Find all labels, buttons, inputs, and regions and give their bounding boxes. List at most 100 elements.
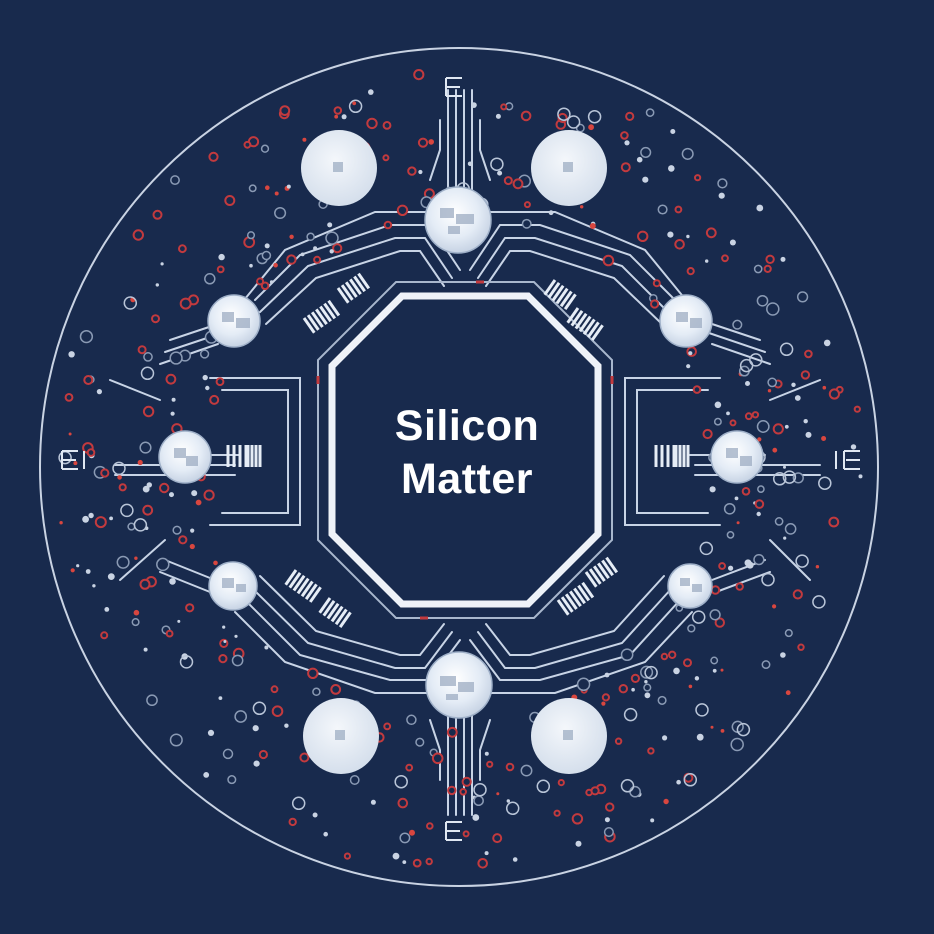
via-dot (783, 465, 786, 469)
via-dot (152, 209, 163, 220)
via-dot (172, 525, 182, 535)
via-dot (178, 244, 187, 254)
via-dot (341, 114, 347, 120)
via-dot (660, 652, 669, 661)
via-dot (68, 432, 72, 436)
via-dot (763, 264, 772, 273)
via-dot (253, 760, 260, 767)
via-dot (571, 813, 584, 825)
via-dot (159, 482, 170, 494)
via-dot (496, 792, 500, 796)
via-dot (327, 222, 333, 228)
via-dot (647, 747, 655, 755)
via-dot (139, 578, 151, 590)
via-dot (756, 204, 764, 212)
via-dot (717, 178, 728, 189)
via-ring (140, 366, 155, 381)
via-dot (484, 851, 489, 856)
via-dot (575, 840, 582, 847)
via-dot (462, 830, 470, 838)
via-dot (216, 265, 225, 274)
via-dot (406, 714, 417, 726)
via-dot (370, 799, 376, 805)
via-ring (536, 779, 551, 794)
pin-arrays (226, 272, 690, 628)
via-dot (143, 352, 153, 362)
via-ring (587, 109, 602, 124)
pin-comb (543, 279, 577, 310)
via-ring (795, 554, 809, 568)
via-dot (710, 585, 721, 595)
via-dot (131, 618, 140, 627)
via-dot (307, 667, 319, 679)
via-dot (624, 140, 630, 146)
via-dot (694, 174, 702, 182)
via-dot (68, 351, 75, 358)
via-dot (696, 733, 704, 741)
via-dot (757, 437, 762, 442)
outer-ring (39, 47, 879, 887)
via-dot (271, 705, 284, 718)
via-dot (625, 111, 635, 122)
via-dot (683, 658, 692, 668)
via-ring (473, 782, 487, 797)
via-dot (156, 557, 170, 572)
via-dot (766, 302, 780, 316)
via-dot (92, 584, 96, 588)
via-dot (397, 797, 409, 809)
via-dot (302, 137, 307, 142)
via-dot (234, 634, 238, 638)
via-dot (234, 710, 248, 723)
via-ring (782, 470, 797, 484)
via-dot (137, 345, 147, 355)
via-ring (691, 610, 706, 624)
via-dot (589, 223, 596, 229)
via-dot (745, 381, 750, 386)
via-dot (329, 249, 334, 254)
via-ring (252, 701, 267, 716)
via-dot (459, 788, 468, 796)
via-dot (155, 283, 159, 287)
via-dot (645, 108, 655, 117)
via-dot (521, 218, 532, 229)
via-dot (392, 852, 400, 860)
via-dot (705, 227, 717, 239)
via-dot (605, 802, 615, 812)
via-dot (477, 858, 489, 869)
via-dot (756, 511, 761, 517)
via-ring (133, 518, 148, 532)
via-dot (289, 234, 294, 239)
via-dot (312, 812, 318, 818)
via-dot (142, 405, 155, 418)
via-dot (520, 764, 533, 777)
via-dot (850, 444, 857, 450)
via-dot (137, 459, 143, 466)
via-dot (652, 279, 661, 288)
via-dot (726, 531, 735, 539)
via-dot (246, 231, 256, 240)
via-dot (383, 220, 393, 230)
via-dot (79, 329, 94, 344)
octagon-accents (316, 280, 614, 620)
via-dot (828, 388, 841, 400)
via-dot (218, 654, 228, 664)
via-dot (709, 486, 716, 493)
via-dot (553, 809, 561, 817)
via-dot (270, 685, 279, 694)
via-dot (714, 617, 725, 628)
via-dot (352, 101, 357, 106)
via-dot (601, 701, 606, 706)
via-ring (779, 342, 794, 357)
via-dot (631, 687, 635, 692)
via-dot (286, 254, 297, 265)
via-dot (512, 178, 524, 190)
pin-comb (556, 581, 595, 616)
via-dot (718, 192, 725, 199)
via-dot (170, 175, 180, 186)
via-dot (785, 690, 791, 696)
pin-comb (318, 597, 352, 628)
pin-comb (226, 445, 248, 467)
pin-comb (284, 569, 322, 603)
via-dot (702, 428, 713, 440)
via-dot (325, 231, 339, 245)
